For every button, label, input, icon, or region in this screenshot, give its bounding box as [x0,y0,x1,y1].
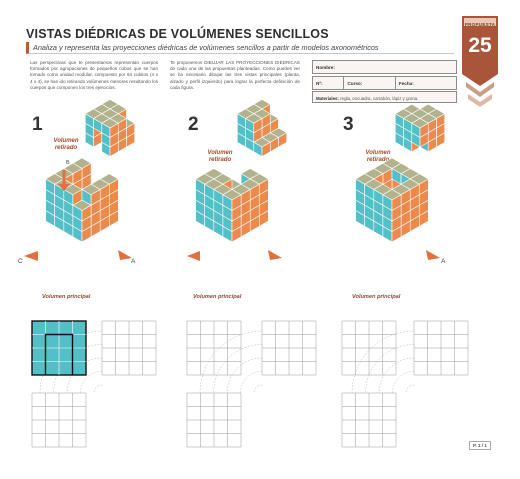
exercise-2-plan-view-grid [186,392,242,448]
transfer-arc [378,357,415,394]
view-marker-c-1: C [18,258,23,265]
view-marker-a-3: A [441,258,446,265]
exercise-1-removed-volume [84,99,136,158]
student-form: Nombre: Nº: Curso: Fecha: Materiales: re… [312,60,457,105]
name-field[interactable]: Nombre: [312,60,457,74]
exercise-1-main-volume [45,157,119,243]
example-solution [31,320,87,376]
exercise-3-principal-label: Volumen principal [352,294,401,300]
transfer-arc [365,344,415,394]
course-label: Curso: [347,80,363,86]
course-field[interactable]: Curso: [344,76,396,89]
exercise-3-removed-volume [394,103,446,153]
exercise-3-front-view-grid [341,320,397,376]
exercise-1-principal-label: Volumen principal [42,294,91,300]
exercise-3-transfer-arcs [351,330,415,394]
cube-face-side [109,122,119,139]
intro-text-left: Las perspectivas que te presentamos repr… [30,60,158,90]
number-label: Nº: [316,80,323,86]
materials-text: Materiales: regla, escuadra, cartabón, l… [313,92,421,102]
cube-face-side [231,194,242,212]
intro-text-right: Te proponemos DIBUJAR LAS PROYECCIONES D… [170,60,300,90]
number-field[interactable]: Nº: [313,76,345,89]
exercise-3-side-view-grid [413,320,469,376]
exercise-3-plan-view-grid [341,392,397,448]
transfer-arc [93,384,103,394]
materials-row: Materiales: regla, escuadra, cartabón, l… [312,91,457,103]
isometric-cubes [45,99,446,243]
transfer-arc [226,357,263,394]
cube-face-side [90,188,101,206]
page-subtitle: Analiza y representa las proyecciones di… [26,42,454,54]
arrow-right-1 [118,250,132,260]
date-field[interactable]: Fecha: [396,77,456,89]
cube-face-side [391,194,402,212]
transfer-arc [66,357,103,394]
exercise-3-retired-label: Volumen retirado [365,150,391,163]
cube-face-side [419,122,429,139]
transfer-arc [199,330,263,394]
exercise-1-retired-label: Volumen retirado [53,138,79,151]
exercise-2-transfer-arcs [199,330,263,394]
proposal-badge [462,16,498,107]
info-row: Nº: Curso: Fecha: [312,75,457,90]
materials-label: Materiales: [316,96,339,101]
cube-face-side [253,117,263,134]
materials-value: regla, escuadra, cartabón, lápiz y goma. [340,96,419,101]
arrow-left-1 [24,251,38,261]
cube-face-side [261,141,271,158]
page-number: P. 1 / 1 [469,441,491,450]
transfer-arc [351,330,415,394]
exercise-2-principal-label: Volumen principal [193,294,242,300]
example-outline [44,333,74,375]
view-marker-a-1: A [131,258,136,265]
exercise-2-number: 2 [188,114,199,135]
arrow-left-2 [187,251,200,261]
exercise-3-main-volume [355,157,429,243]
arrow-right-2 [268,250,282,260]
exercise-2-removed-volume [236,99,288,158]
view-arrows [24,170,440,261]
transfer-arc [213,344,263,394]
badge-label: PROPUESTA [464,22,496,27]
transfer-arc [240,371,263,394]
transfer-arc [80,371,103,394]
transfer-arc [392,371,415,394]
date-label: Fecha: [398,80,414,86]
arrow-right-3 [426,250,440,260]
transfer-arc [253,384,263,394]
exercise-1-number: 1 [32,114,43,135]
name-label: Nombre: [316,65,335,70]
page-title: VISTAS DIÉDRICAS DE VOLÚMENES SENCILLOS [26,27,329,41]
answer-grids [31,320,469,448]
exercise-2-front-view-grid [186,320,242,376]
view-marker-b-1: B [66,160,70,166]
exercise-2-main-volume [195,168,269,243]
exercise-1-side-view-grid [101,320,157,376]
exercise-2-side-view-grid [261,320,317,376]
arrow-head-top-1 [58,184,70,191]
transfer-arc [405,384,415,394]
cube-face-side [81,204,92,222]
badge-number: 25 [468,34,492,57]
exercise-1-plan-view-grid [31,392,87,448]
exercise-2-retired-label: Volumen retirado [207,150,233,163]
exercise-3-number: 3 [343,114,354,135]
